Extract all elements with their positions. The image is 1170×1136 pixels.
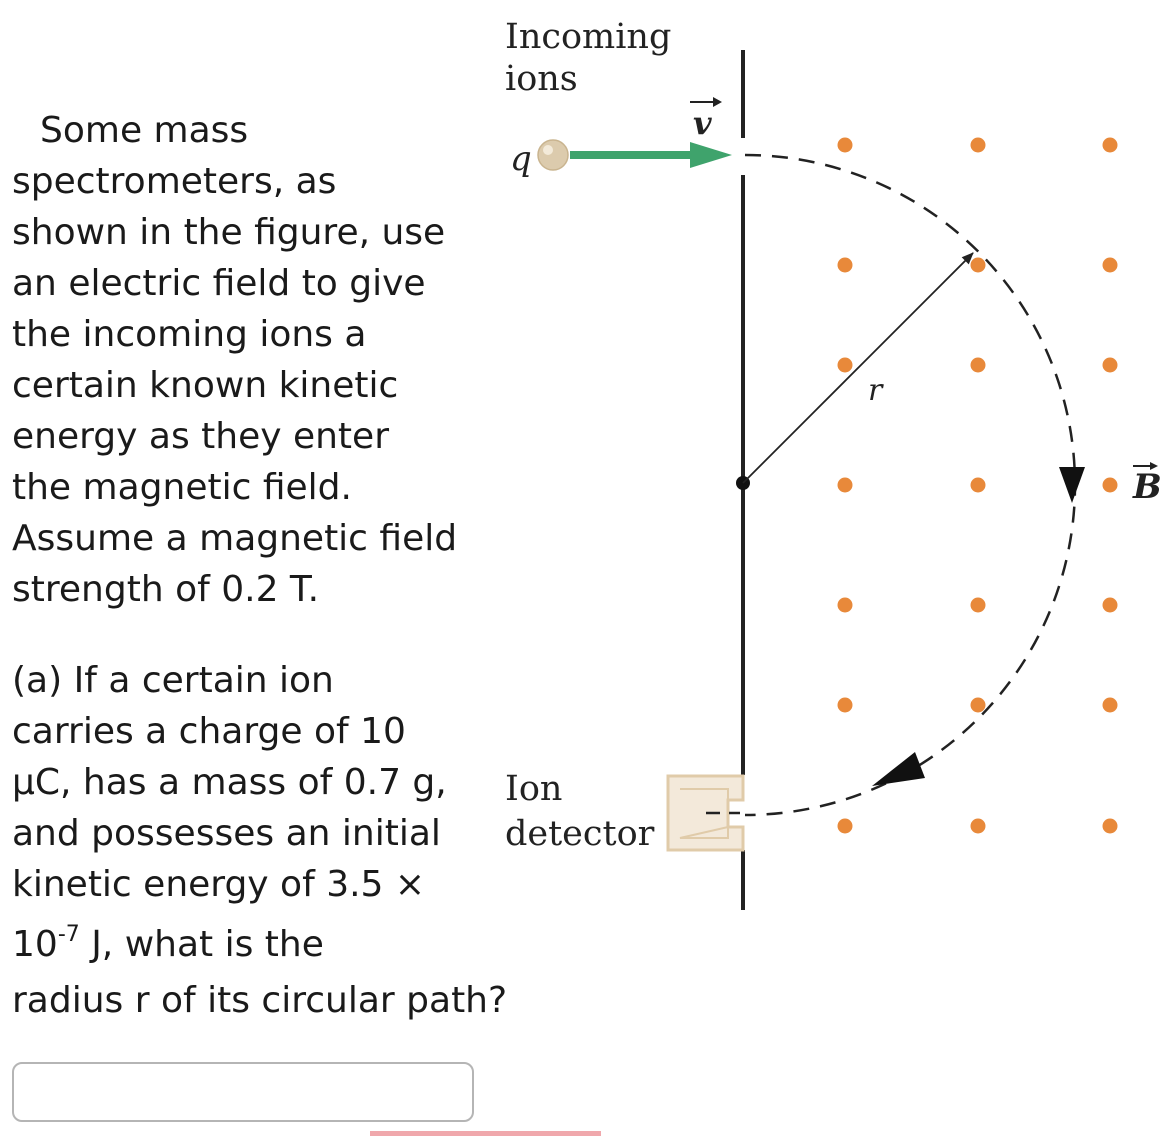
question-line: Assume a magnetic field [12, 518, 458, 559]
question-line: (a) If a certain ion [12, 660, 334, 701]
field-dot [837, 597, 853, 613]
field-dot [837, 818, 853, 834]
velocity-arrowhead [690, 142, 732, 168]
question-line: strength of 0.2 T. [12, 569, 320, 610]
magnetic-field-dots [837, 137, 1118, 834]
path-arrowhead-bottom [872, 752, 925, 786]
exponent-base: 10 [12, 924, 58, 965]
question-line: carries a charge of 10 [12, 711, 406, 752]
question-line: energy as they enter [12, 416, 389, 457]
field-dot [970, 137, 986, 153]
field-dot [837, 137, 853, 153]
ion-ball [537, 139, 569, 171]
field-dot [837, 357, 853, 373]
b-vector-arrowhead [1150, 462, 1158, 470]
radius-label: r [868, 373, 884, 408]
field-dot [1102, 137, 1118, 153]
path-arrowhead-right [1059, 467, 1085, 503]
exponent-after: J, what is the [79, 924, 324, 965]
field-dot [1102, 597, 1118, 613]
field-dot [837, 257, 853, 273]
answer-input[interactable] [12, 1062, 474, 1122]
field-dot [1102, 357, 1118, 373]
question-line: the magnetic field. [12, 467, 352, 508]
question-paragraph-intro: Some mass spectrometers, as shown in the… [12, 105, 457, 615]
field-dot [970, 257, 986, 273]
question-line: the incoming ions a [12, 314, 367, 355]
field-dot [837, 697, 853, 713]
velocity-label: v [693, 104, 712, 142]
question-line: certain known kinetic [12, 365, 399, 406]
question-line-exponent: 10-7 J, what is the [12, 919, 507, 975]
question-line: μC, has a mass of 0.7 g, [12, 762, 447, 803]
field-dot [970, 597, 986, 613]
question-paragraph-part-a: (a) If a certain ion carries a charge of… [12, 655, 507, 1026]
field-label: B [1132, 467, 1162, 507]
field-dot [837, 477, 853, 493]
field-dot [1102, 818, 1118, 834]
radius-arrow [742, 252, 974, 484]
ion-detector-inner [679, 788, 729, 839]
field-dot [970, 697, 986, 713]
question-line: radius r of its circular path? [12, 980, 508, 1021]
field-dot [1102, 257, 1118, 273]
question-line: and possesses an initial [12, 813, 441, 854]
question-line: Some mass [40, 110, 249, 151]
detector-label-line1: Ion [505, 769, 562, 809]
charge-label: q [510, 139, 532, 179]
incoming-label-line2: ions [505, 59, 578, 99]
bottom-accent-bar [370, 1131, 601, 1136]
exponent-power: -7 [57, 922, 80, 947]
field-dot [1102, 697, 1118, 713]
question-line: spectrometers, as [12, 161, 337, 202]
field-dot [970, 818, 986, 834]
field-dot [970, 357, 986, 373]
field-dot [1102, 477, 1118, 493]
ion-path-dashed [744, 153, 1077, 817]
field-dot [970, 477, 986, 493]
incoming-label-line1: Incoming [505, 17, 671, 57]
question-line: an electric field to give [12, 263, 426, 304]
detector-label-line2: detector [505, 814, 655, 854]
ion-ball-highlight [543, 145, 553, 155]
question-line: kinetic energy of 3.5 × [12, 864, 426, 905]
v-vector-arrowhead [713, 97, 722, 107]
question-line: shown in the figure, use [12, 212, 446, 253]
